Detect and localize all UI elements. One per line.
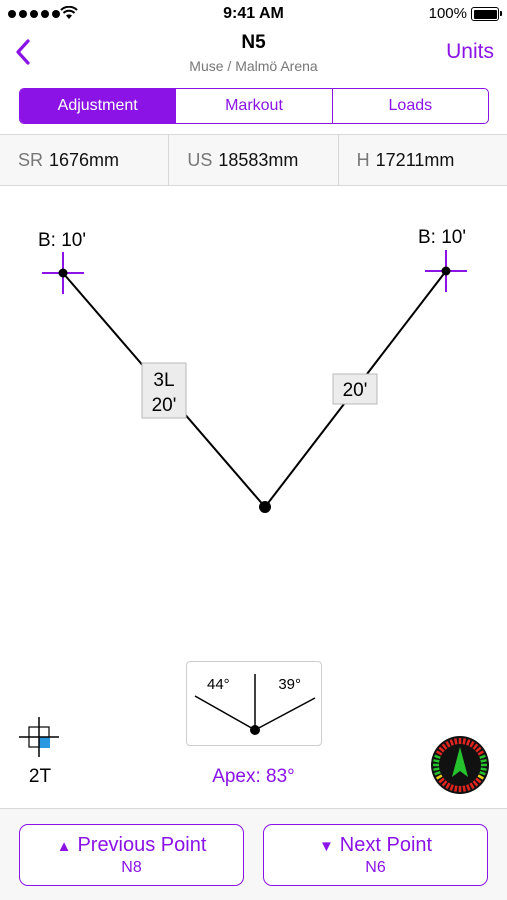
- left-anchor-label: B: 10': [38, 230, 86, 251]
- apex-point[interactable]: [259, 501, 271, 513]
- compass-tick: [480, 759, 487, 763]
- compass-tick: [469, 782, 475, 790]
- bridle-type-toggle[interactable]: [18, 716, 62, 760]
- tab-loads[interactable]: Loads: [331, 89, 488, 123]
- page-title: N5: [241, 32, 266, 53]
- battery-fill: [473, 9, 497, 19]
- left-leg-label[interactable]: 3L 20': [141, 362, 187, 419]
- compass-tick: [462, 738, 466, 745]
- measurement-sr: SR 1676mm: [0, 135, 168, 185]
- compass-tick: [434, 771, 441, 776]
- compass-tick: [479, 754, 486, 759]
- next-point-id: N6: [365, 859, 386, 876]
- page-subtitle: Muse / Malmö Arena: [189, 58, 318, 74]
- compass-tick: [469, 740, 475, 748]
- compass-tick: [438, 746, 445, 753]
- right-anchor-label: B: 10': [418, 227, 466, 248]
- wifi-icon: [60, 6, 78, 19]
- compass-tick: [479, 771, 486, 776]
- measurement-key: SR: [18, 149, 44, 170]
- right-leg-label[interactable]: 20': [332, 373, 378, 405]
- bridle-crosshair-icon: [19, 717, 59, 757]
- right-leg-label-text: 20': [343, 380, 368, 401]
- bridle-type-label: 2T: [28, 766, 52, 787]
- compass-tick: [441, 780, 448, 787]
- previous-point-button[interactable]: ▲ Previous Point N8: [19, 824, 244, 886]
- compass-tick: [462, 785, 466, 792]
- triangle-down-icon: ▼: [318, 838, 334, 855]
- next-point-label: Next Point: [339, 834, 433, 856]
- measurements-bar: SR 1676mm US 18583mm H 17211mm: [0, 134, 507, 186]
- compass-tick: [475, 777, 482, 784]
- measurement-value: 17211mm: [375, 149, 455, 170]
- status-bar: 9:41 AM 100%: [0, 0, 507, 28]
- compass-tick: [445, 740, 451, 748]
- measurement-us: US 18583mm: [168, 135, 337, 185]
- compass-tick: [434, 754, 441, 759]
- compass-button[interactable]: [430, 735, 490, 795]
- compass-tick: [454, 738, 458, 745]
- compass-tick: [477, 750, 485, 756]
- measurement-key: US: [187, 149, 213, 170]
- compass-tick: [445, 782, 451, 790]
- compass-tick: [466, 739, 471, 746]
- tab-adjustment[interactable]: Adjustment: [20, 89, 176, 123]
- compass-tick: [454, 785, 458, 792]
- navigation-bar: N5 Muse / Malmö Arena Units: [0, 28, 507, 80]
- cellular-signal-icon: [8, 10, 60, 18]
- angle-indicator: 44° 39°: [186, 661, 322, 746]
- previous-point-label: Previous Point: [77, 834, 207, 856]
- triangle-up-icon: ▲: [56, 838, 72, 855]
- right-anchor-crosshair[interactable]: [425, 250, 467, 292]
- chevron-left-icon: [16, 39, 30, 65]
- compass-tick: [477, 774, 485, 780]
- units-button[interactable]: Units: [446, 40, 494, 63]
- status-time: 9:41 AM: [223, 5, 284, 22]
- right-angle-value: 39°: [278, 676, 301, 693]
- bridle-diagram: B: 10' B: 10' 3L 20' 20': [38, 227, 467, 513]
- tab-markout[interactable]: Markout: [175, 89, 331, 123]
- compass-tick: [435, 750, 443, 756]
- measurement-key: H: [356, 149, 370, 170]
- compass-tick: [480, 767, 487, 771]
- compass-tick: [435, 774, 443, 780]
- left-angle-value: 44°: [207, 676, 230, 693]
- compass-tick: [475, 746, 482, 753]
- compass-tick: [449, 784, 454, 791]
- left-leg-label-line1: 3L: [153, 370, 174, 391]
- back-button[interactable]: [10, 36, 40, 68]
- apex-angle-label: Apex: 83°: [212, 766, 295, 787]
- angle-diagram: [194, 674, 316, 735]
- compass-icon: [431, 736, 489, 794]
- measurement-value: 18583mm: [218, 149, 299, 170]
- battery-icon: [471, 7, 502, 21]
- compass-tick: [433, 767, 440, 771]
- bottom-bar: ▲ Previous Point N8 ▼ Next Point N6: [0, 808, 507, 900]
- compass-tick: [472, 780, 479, 787]
- compass-tick: [466, 784, 471, 791]
- compass-tick: [438, 777, 445, 784]
- left-leg-label-line2: 20': [152, 395, 177, 416]
- compass-tick: [433, 759, 440, 763]
- next-point-title: ▼ Next Point: [264, 834, 487, 857]
- segmented-control: Adjustment Markout Loads: [19, 88, 489, 124]
- compass-tick: [449, 739, 454, 746]
- compass-tick: [441, 743, 448, 750]
- measurement-value: 1676mm: [49, 149, 120, 170]
- measurement-h: H 17211mm: [337, 135, 507, 185]
- compass-tick: [472, 743, 479, 750]
- next-point-button[interactable]: ▼ Next Point N6: [263, 824, 488, 886]
- previous-point-id: N8: [121, 859, 142, 876]
- previous-point-title: ▲ Previous Point: [20, 834, 243, 857]
- left-anchor-crosshair[interactable]: [42, 252, 84, 294]
- battery-percentage: 100%: [428, 5, 467, 22]
